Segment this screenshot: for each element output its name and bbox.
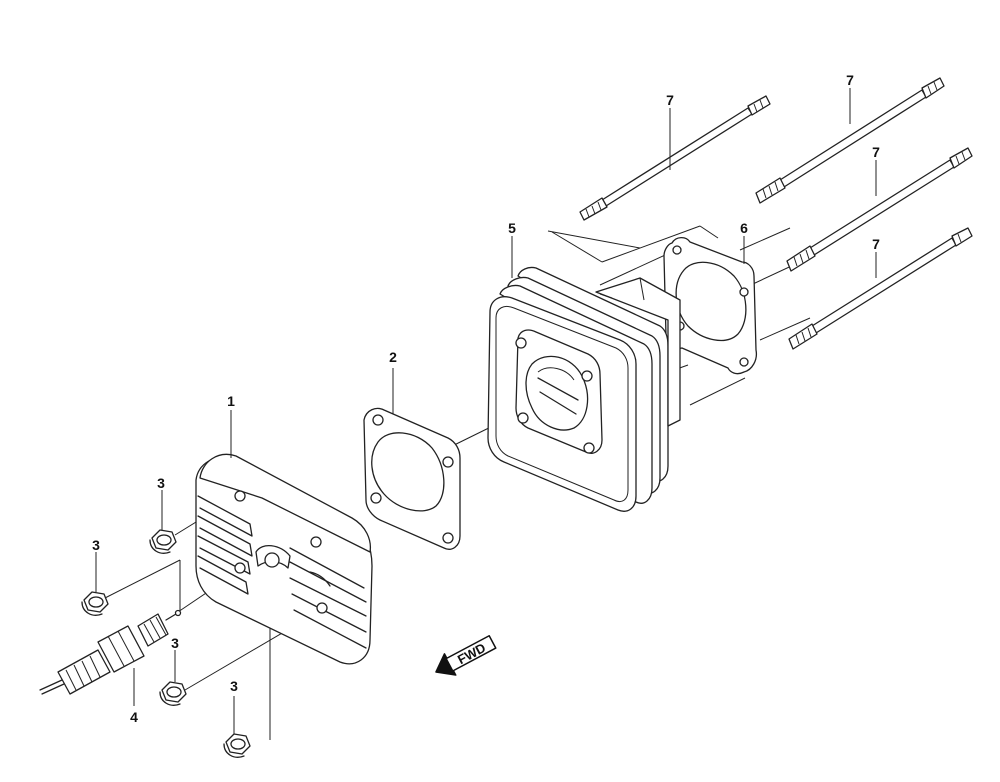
flange-nut-4 [223,733,251,758]
head-gasket [363,407,461,550]
callout-6: 6 [740,220,748,236]
fwd-label: FWD [455,640,488,667]
callout-7d: 7 [872,236,880,252]
flange-nut-2 [81,591,109,616]
callout-2: 2 [389,349,397,365]
flange-nut-1 [149,529,177,554]
callout-3d: 3 [230,678,238,694]
leader-lines [95,88,877,734]
cylinder-head [195,453,373,665]
flange-nut-3 [159,681,187,706]
callout-3b: 3 [92,537,100,553]
stud-bolt-3 [786,147,973,272]
callout-5: 5 [508,220,516,236]
spark-plug [39,609,182,695]
fwd-arrow: FWD [435,634,497,676]
stud-bolt-2 [755,77,945,204]
callout-7b: 7 [846,72,854,88]
callout-4: 4 [130,709,138,725]
callout-3a: 3 [157,475,165,491]
stud-bolt-1 [579,95,771,221]
callout-7a: 7 [666,92,674,108]
callout-7c: 7 [872,144,880,160]
callout-3c: 3 [171,635,179,651]
cylinder-block [487,266,681,512]
stud-bolt-4 [788,227,973,350]
callout-1: 1 [227,393,235,409]
